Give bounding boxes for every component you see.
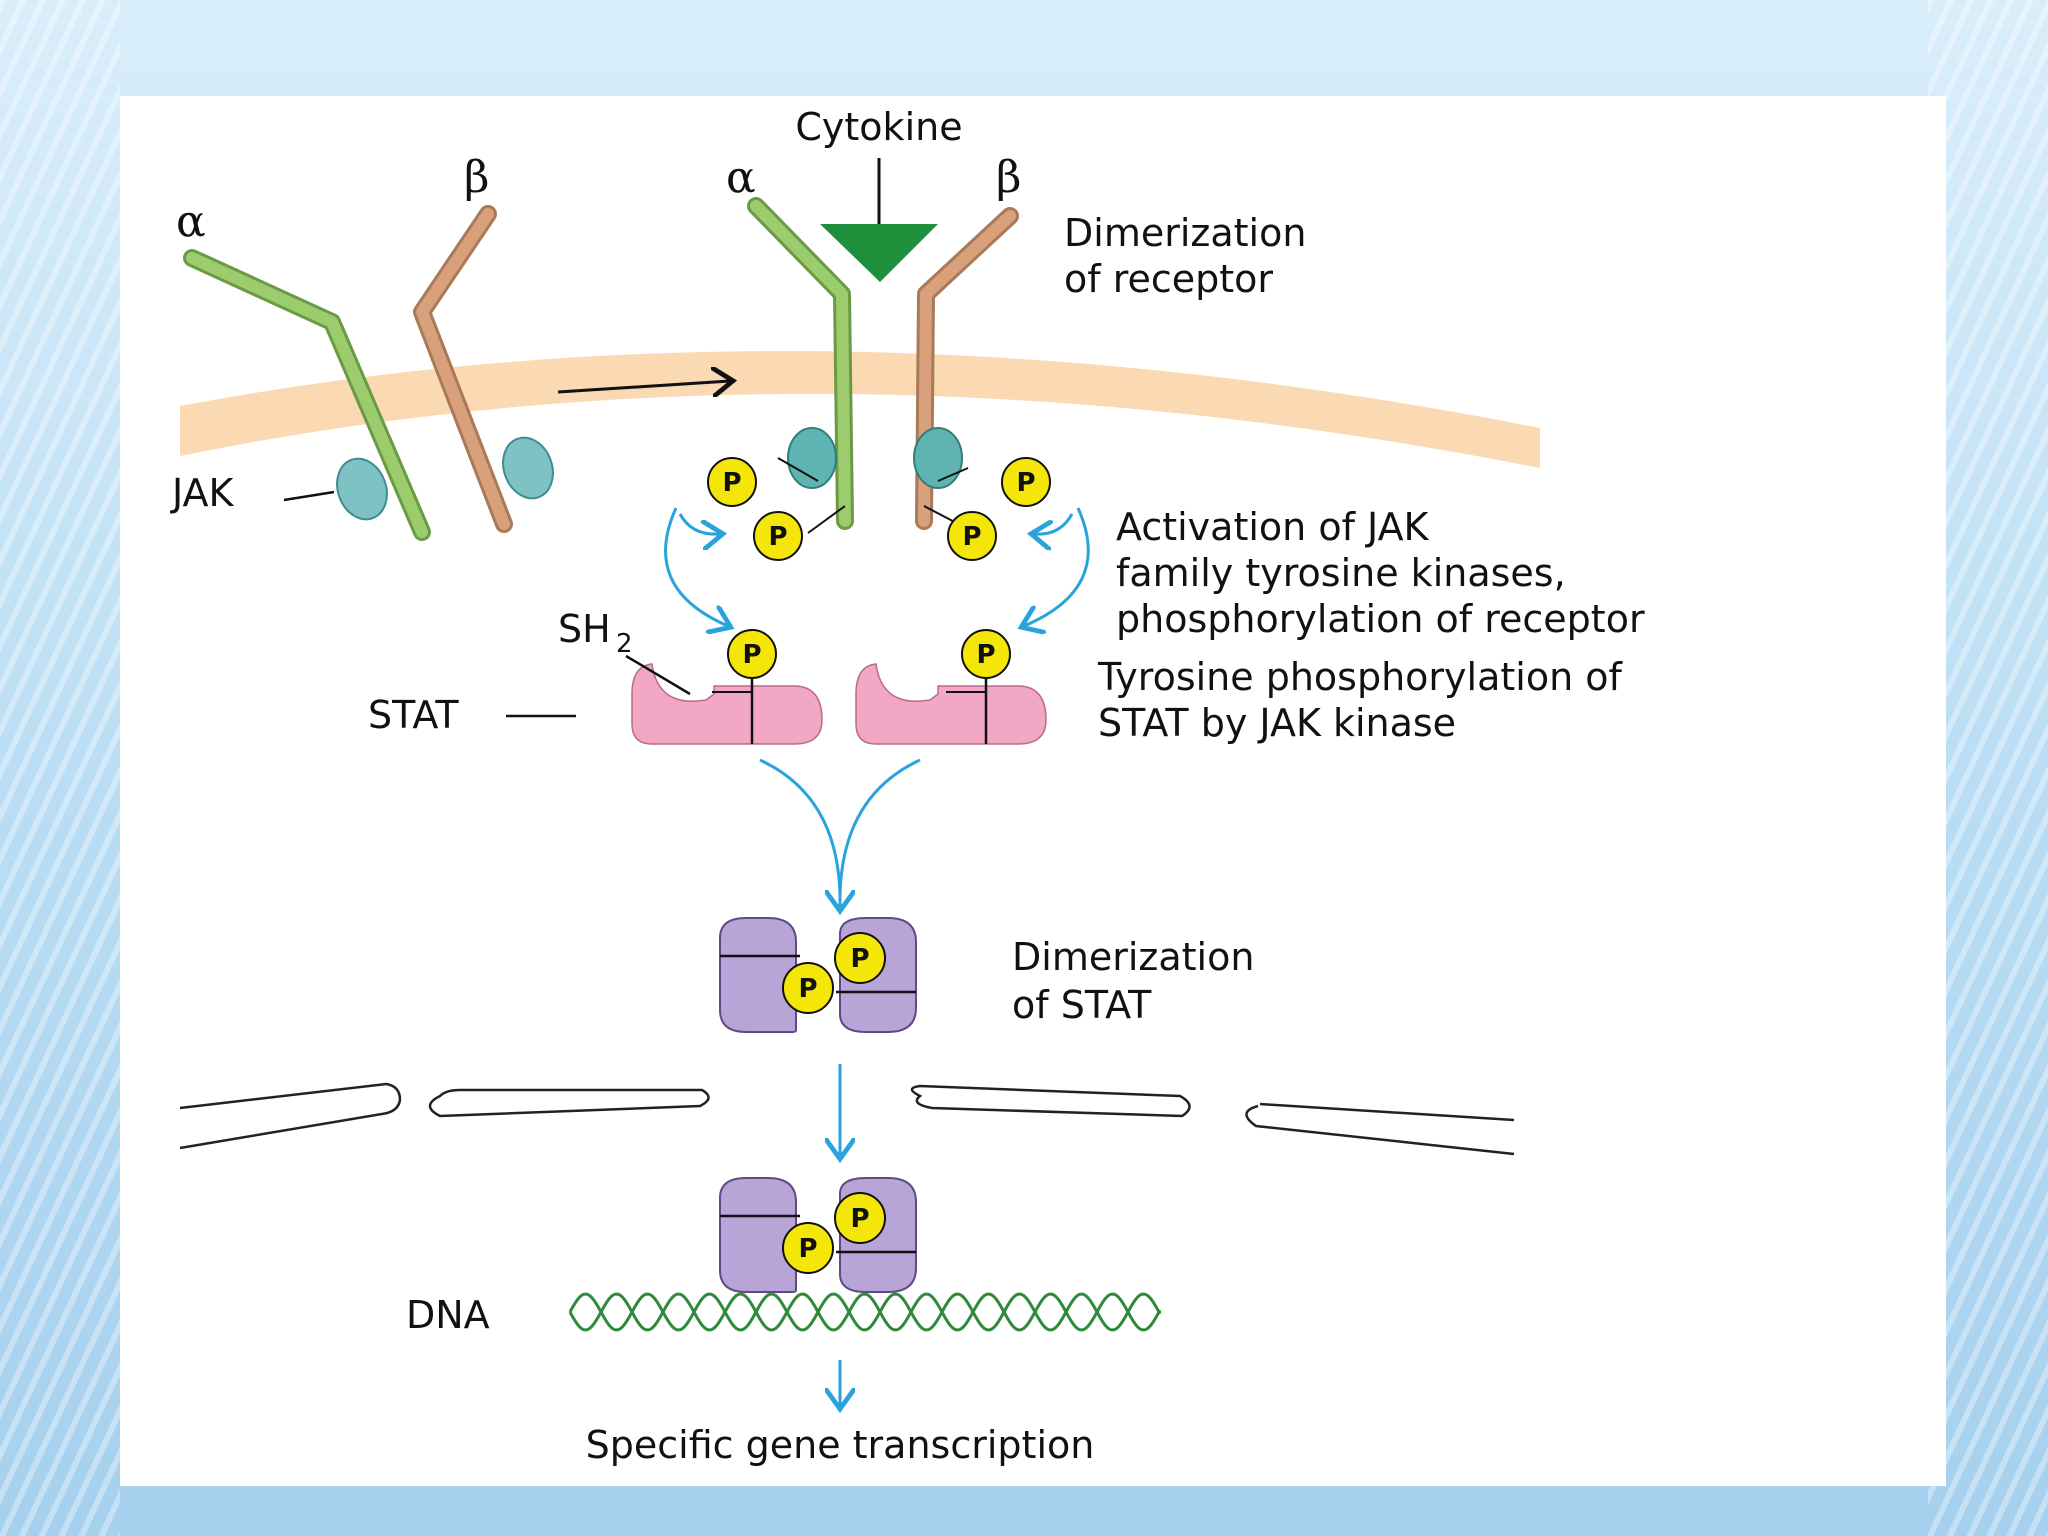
beta-label-active: β [996, 152, 1021, 203]
jak-stat-pathway-diagram: P P P P P P P P [170, 105, 1645, 1467]
step-dimerization-receptor-1: Dimerization [1064, 211, 1306, 255]
dimerization-arrow [759, 758, 921, 897]
step-activation-2: family tyrosine kinases, [1116, 551, 1566, 595]
slide-border-left [0, 0, 120, 1536]
activation-arrow-left-long [664, 507, 728, 626]
dna-helix [568, 1292, 1162, 1332]
receptor-movement-arrow [557, 381, 730, 392]
jak-kinase-active-right [913, 427, 963, 489]
activation-arrow-left-short [678, 513, 720, 534]
stat-dimer: P P [719, 917, 917, 1033]
phosphate-receptor-3: P [1001, 457, 1051, 507]
phosphate-receptor-1: P [707, 457, 757, 507]
sh2-label: SH [558, 607, 611, 651]
beta-label-inactive: β [464, 152, 489, 203]
jak-kinase-active-left [787, 427, 837, 489]
step-activation-1: Activation of JAK [1116, 505, 1430, 549]
jak-kinase-left-2 [502, 436, 554, 500]
step-gene-transcription: Specific gene transcription [586, 1423, 1095, 1467]
stat-monomer-right [855, 663, 1047, 745]
stat-label: STAT [368, 693, 459, 737]
step-dimerization-receptor-2: of receptor [1064, 257, 1273, 301]
slide-canvas: P P P P P P P P [120, 96, 1946, 1486]
step-activation-3: phosphorylation of receptor [1116, 597, 1645, 641]
alpha-label-inactive: α [176, 196, 206, 247]
svg-text:P: P [768, 522, 787, 552]
svg-text:P: P [976, 640, 995, 670]
svg-text:P: P [722, 468, 741, 498]
slide-border-right [1928, 0, 2048, 1536]
step-stat-phosphorylation-2: STAT by JAK kinase [1098, 701, 1456, 745]
svg-text:P: P [798, 974, 817, 1004]
svg-text:P: P [1016, 468, 1035, 498]
svg-text:P: P [850, 944, 869, 974]
sh2-subscript: 2 [616, 629, 633, 659]
svg-text:P: P [850, 1204, 869, 1234]
phosphate-stat-left: P [727, 629, 777, 679]
stat-dimer-on-dna: P P [719, 1177, 917, 1293]
dna-label: DNA [406, 1293, 490, 1337]
phosphate-stat-right: P [961, 629, 1011, 679]
phosphate-receptor-4: P [947, 511, 997, 561]
activation-arrow-right-short [1034, 513, 1074, 534]
step-dimerization-stat-2: of STAT [1012, 983, 1152, 1027]
jak-label: JAK [170, 471, 235, 515]
cytokine-ligand [820, 224, 938, 282]
svg-text:P: P [798, 1234, 817, 1264]
step-stat-phosphorylation-1: Tyrosine phosphorylation of [1097, 655, 1623, 699]
alpha-label-active: α [726, 152, 756, 203]
step-dimerization-stat-1: Dimerization [1012, 935, 1254, 979]
svg-text:P: P [742, 640, 761, 670]
nuclear-envelope [179, 1082, 1515, 1156]
jak-kinase-left [336, 457, 388, 521]
cytokine-label: Cytokine [795, 105, 962, 149]
stat-monomer-left [631, 663, 823, 745]
phosphate-receptor-2: P [753, 511, 803, 561]
svg-text:P: P [962, 522, 981, 552]
activation-arrow-right-long [1024, 507, 1090, 626]
plasma-membrane [180, 351, 1540, 468]
